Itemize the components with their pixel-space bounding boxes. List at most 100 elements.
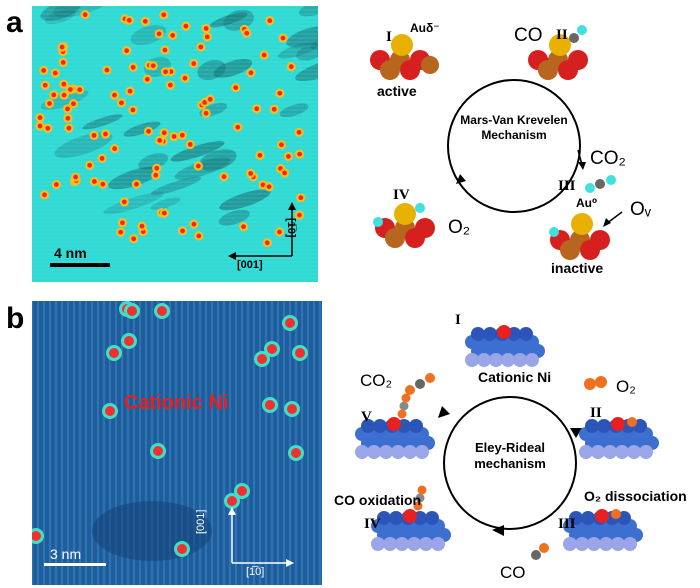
stm-a-adatom-core [161,210,167,216]
stm-a-adatom-core [153,172,159,178]
er-lattice-atom [575,537,589,551]
stm-a-adatom-core [77,87,83,93]
er-ni-atom [387,417,401,431]
stm-a-adatom-core [157,137,163,143]
stm-a-shadow [170,141,225,162]
stm-b-ni-core [287,404,297,414]
stm-a-adatom-core [103,131,108,137]
er-mechanism-line-1: Eley-Rideal [474,440,546,455]
stm-a-adatom-core [65,106,70,112]
stm-a-adatom-core [42,192,47,198]
stm-a-adatom-core [45,125,51,131]
mvk-inactive-label: inactive [551,260,604,276]
er-mechanism-line-2: mechanism [474,456,546,471]
stm-b-ni-core [267,344,277,354]
stm-a-adatom-core [203,26,209,31]
stm-a-shadow [52,6,116,18]
stm-a-adatom-core [161,12,167,18]
stm-b-ni-core [153,446,163,456]
stm-a-adatom-core [288,64,294,70]
stm-a-adatom-core [150,63,156,69]
stm-a-adatom-core [182,75,188,81]
er-lattice-atom-top [409,419,423,433]
stm-a-adatom-core [139,223,145,229]
er-lattice-atom [371,537,385,551]
stm-b-ni-core [124,336,134,346]
stm-a-adatom-core [282,170,288,176]
stm-a-adatom-core [257,152,263,158]
stm-a-adatom-core [277,229,282,235]
er-lattice-atom [639,445,653,459]
er-stage-V: V [361,409,372,425]
er-lattice-atom [623,537,637,551]
mvk-arrowhead-left [456,174,466,184]
stm-a-adatom-core [203,110,209,116]
er-adsorbed-o [417,485,427,495]
stm-a-adatom-core [279,142,284,148]
cationic-ni-overlay: Cationic Ni [124,392,229,414]
er-lattice-atom-top [389,511,403,525]
stm-a-adatom-core [244,30,250,36]
er-ni-atom [403,509,417,523]
er-lattice-atom [395,537,409,551]
stm-a-adatom-core [235,124,241,130]
axis-label-110-b: [1̅0] [246,566,265,578]
stm-a-adatom-core [91,179,97,184]
er-lattice-atom-top [569,511,583,525]
stm-a-adatom-core [260,182,266,188]
stm-a-adatom-core [120,220,125,226]
stm-a-adatom-core [51,92,57,98]
stm-a-adatom-core [207,96,213,102]
stm-a-adatom-core [124,48,130,54]
stm-a-adatom-core [170,33,176,38]
er-lattice-atom [355,445,369,459]
er-lattice-atom [563,537,577,551]
mvk-cluster-IV [373,203,435,248]
stm-a-adatom-core [161,130,167,136]
stm-a-adatom-core [280,35,286,41]
er-lattice-atom [603,445,617,459]
er-lattice-atom [525,353,539,367]
stm-a-shadow [279,103,309,118]
stm-a-shadow [298,6,318,17]
stm-a-adatom-core [119,100,124,106]
stm-a-adatom-core [73,174,79,180]
stm-a-shadow [213,58,253,78]
er-ni-atom [497,325,511,339]
stm-a-adatom-core [127,88,133,94]
stm-b-ni-core [227,496,237,506]
stm-a-adatom-core [267,18,273,24]
stm-a-adatom-core [121,199,127,205]
stm-b-ni-core [285,318,295,328]
er-lattice-atom [419,537,433,551]
mvk-cluster-II [528,25,588,80]
er-arrowhead-right [570,428,582,438]
mvk-stage-IV: IV [393,187,410,203]
er-lattice-atom [383,537,397,551]
mvk-ov-label: Oᵥ [630,199,651,220]
er-lattice-atom-top [483,327,497,341]
er-clusters [355,325,659,551]
stm-b-ni-core [105,406,115,416]
er-lattice-atom [431,537,445,551]
mvk-stage-I: I [386,29,392,45]
er-stage-III: III [558,516,576,532]
panel-letter-b: b [6,302,25,335]
stm-a-adatom-core [202,99,208,105]
er-lattice-atom [587,537,601,551]
stm-a-adatom-core [65,115,71,121]
er-lattice-atom [415,445,429,459]
stm-a-adatom-core [277,90,283,96]
stm-a-adatom-core [146,128,151,134]
stm-a-shadow [277,41,318,59]
er-o2-dissociation-label: O₂ dissociation [584,488,687,504]
stm-a-adatom-core [179,132,185,138]
er-arrowhead-bottom [492,525,504,536]
stm-a-adatom-core [112,92,117,98]
stm-a-adatom-core [53,182,59,187]
stm-image-b-canvas [32,301,322,585]
stm-a-shadow [44,9,76,25]
er-adsorbed-o [413,501,423,511]
stm-a-adatom-core [91,132,97,138]
stm-a-adatom-core [196,233,202,239]
